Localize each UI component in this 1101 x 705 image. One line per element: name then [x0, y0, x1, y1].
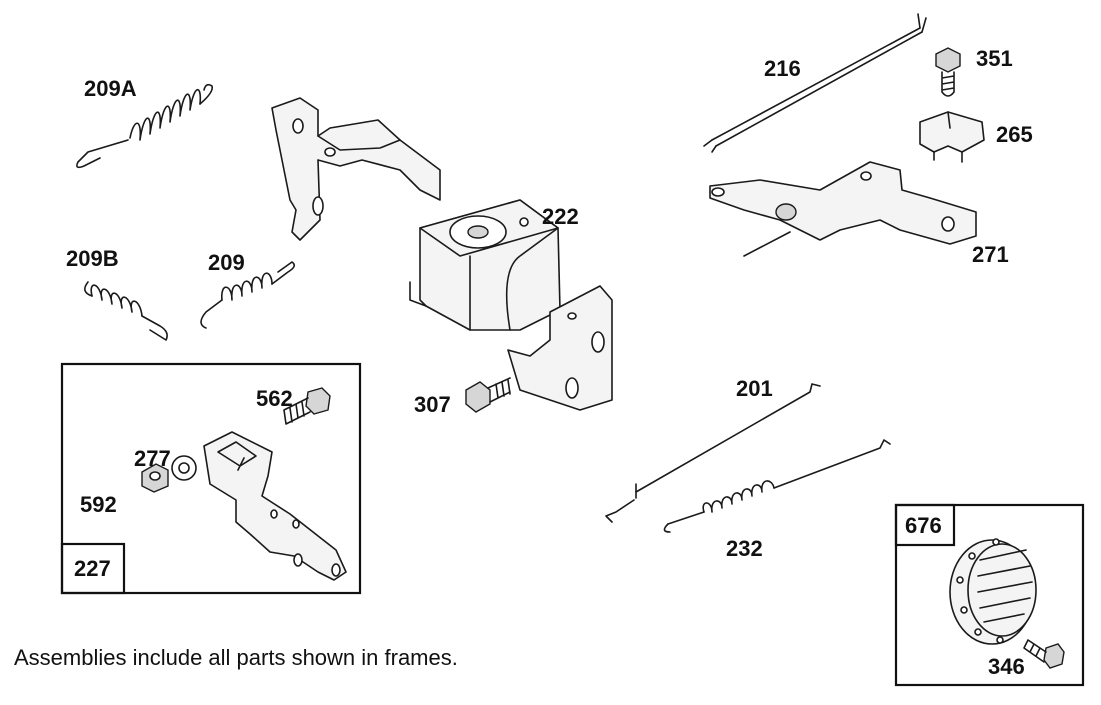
- part-label-265: 265: [996, 122, 1033, 147]
- governor-cup-676-drawing: [949, 538, 1037, 645]
- rod-201-drawing: [605, 383, 821, 523]
- part-label-307: 307: [414, 392, 451, 417]
- assembly-tag-676: [894, 503, 956, 547]
- assembly-frame-227: [60, 362, 362, 595]
- part-label-277: 277: [134, 446, 171, 471]
- assembly-tag-227: [60, 542, 126, 595]
- washer-277-drawing: [171, 455, 197, 481]
- bolt-351-drawing: [935, 47, 961, 97]
- part-label-346: 346: [988, 654, 1025, 679]
- part-label-351: 351: [976, 46, 1013, 71]
- governor-bracket-222-drawing: [271, 97, 613, 411]
- assemblies-note: Assemblies include all parts shown in fr…: [14, 645, 458, 670]
- part-label-216: 216: [764, 56, 801, 81]
- part-label-562: 562: [256, 386, 293, 411]
- nut-592-drawing: [141, 463, 169, 493]
- part-label-232: 232: [726, 536, 763, 561]
- part-label-209a: 209A: [84, 76, 137, 101]
- rod-216-drawing: [703, 13, 927, 153]
- part-label-592: 592: [80, 492, 117, 517]
- spring-rod-232-drawing: [663, 439, 891, 533]
- spring-209a-drawing: [76, 83, 214, 169]
- spring-209-drawing: [200, 261, 296, 329]
- spring-209b-drawing: [84, 281, 168, 341]
- bolt-346-drawing: [1023, 639, 1065, 669]
- assembly-frame-676: [894, 503, 1085, 687]
- part-label-222: 222: [542, 204, 579, 229]
- part-label-209b: 209B: [66, 246, 119, 271]
- part-label-209: 209: [208, 250, 245, 275]
- lever-227-drawing: [203, 431, 347, 581]
- lever-271-drawing: [709, 161, 977, 257]
- bolt-562-drawing: [283, 387, 331, 425]
- part-label-676: 676: [905, 513, 942, 538]
- clip-265-drawing: [919, 111, 985, 163]
- part-label-201: 201: [736, 376, 773, 401]
- bolt-307-drawing: [465, 377, 511, 413]
- part-label-227: 227: [74, 556, 111, 581]
- part-label-271: 271: [972, 242, 1009, 267]
